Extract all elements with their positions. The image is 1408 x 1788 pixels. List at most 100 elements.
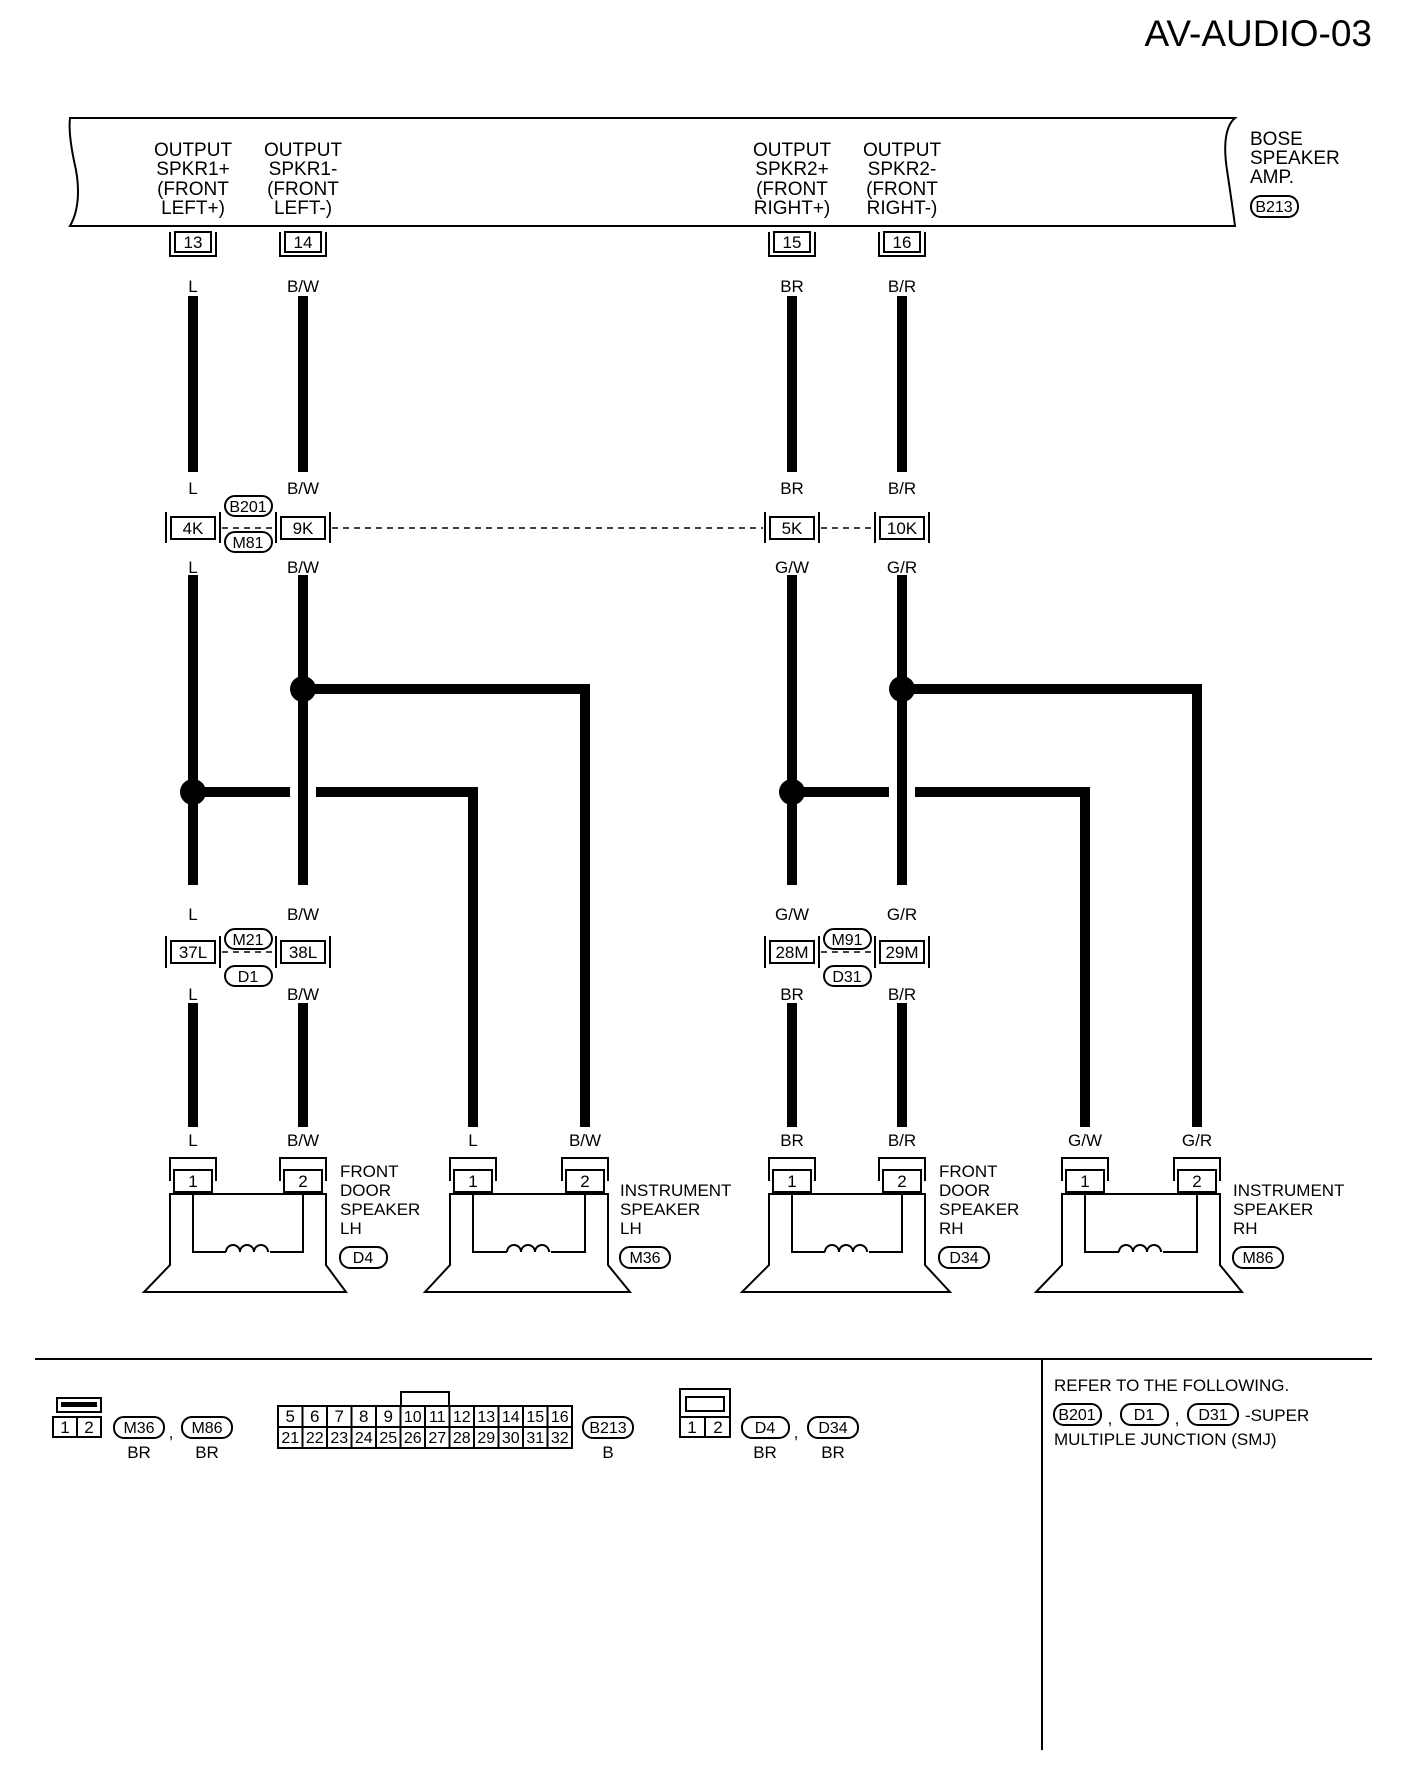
svg-text:15: 15 (783, 233, 802, 252)
svg-text:B/W: B/W (287, 558, 319, 577)
svg-text:D31: D31 (832, 969, 861, 986)
svg-text:2: 2 (897, 1172, 906, 1191)
svg-text:1: 1 (687, 1418, 696, 1437)
svg-text:9K: 9K (293, 519, 314, 538)
svg-text:16: 16 (893, 233, 912, 252)
svg-text:1: 1 (188, 1172, 197, 1191)
b213-pin-number: 30 (502, 1430, 520, 1447)
b213-pin-number: 11 (429, 1409, 446, 1426)
svg-text:M36: M36 (629, 1250, 660, 1267)
svg-text:2: 2 (713, 1418, 722, 1437)
branch-instrument-lh-1 (193, 787, 478, 1127)
svg-text:D4: D4 (755, 1420, 776, 1437)
svg-text:OUTPUT: OUTPUT (863, 140, 942, 161)
svg-text:2: 2 (580, 1172, 589, 1191)
svg-text:M91: M91 (831, 932, 862, 949)
amp-output-2-label: OUTPUT SPKR1- (FRONT LEFT-) (264, 140, 343, 219)
splice-point (290, 676, 316, 702)
wire-color-labels: L B/W BR B/R L B/W BR B/R L B/W G/W G/R … (188, 277, 1212, 1150)
b213-pin-number: 12 (453, 1409, 471, 1426)
svg-text:,: , (1175, 1409, 1180, 1428)
svg-text:,: , (169, 1423, 174, 1442)
svg-text:DOOR: DOOR (340, 1181, 391, 1200)
svg-text:L: L (188, 905, 197, 924)
svg-text:RH: RH (1233, 1219, 1258, 1238)
svg-text:D31: D31 (1198, 1407, 1227, 1424)
svg-text:BR: BR (753, 1443, 777, 1462)
connector-view-two-pin-small: 1 2 M36 , M86 BR BR (52, 1397, 233, 1462)
b213-pin-number: 32 (551, 1430, 569, 1447)
speaker-front-door-lh-label: FRONT DOOR SPEAKER LH D4 (339, 1162, 420, 1269)
speaker-front-door-lh: 1 2 (141, 1157, 348, 1293)
svg-text:RH: RH (939, 1219, 964, 1238)
speaker-instrument-lh-label: INSTRUMENT SPEAKER LH M36 (619, 1181, 731, 1269)
svg-text:G/R: G/R (887, 558, 917, 577)
svg-text:G/W: G/W (775, 905, 809, 924)
svg-text:SPEAKER: SPEAKER (1233, 1200, 1313, 1219)
b213-pin-number: 24 (355, 1430, 373, 1447)
svg-text:B/W: B/W (569, 1131, 601, 1150)
speaker-front-door-rh-label: FRONT DOOR SPEAKER RH D34 (938, 1162, 1019, 1269)
svg-text:B/R: B/R (888, 1131, 916, 1150)
svg-text:BR: BR (195, 1443, 219, 1462)
b213-pin-number: 31 (526, 1430, 544, 1447)
svg-text:13: 13 (184, 233, 203, 252)
svg-text:14: 14 (294, 233, 313, 252)
svg-text:1: 1 (60, 1418, 69, 1437)
amp-connector-badge (1250, 195, 1299, 218)
b213-pin-number: 7 (335, 1407, 344, 1426)
svg-text:,: , (794, 1423, 799, 1442)
svg-text:SPEAKER: SPEAKER (620, 1200, 700, 1219)
b213-pin-number: 14 (502, 1409, 520, 1426)
svg-text:INSTRUMENT: INSTRUMENT (1233, 1181, 1344, 1200)
svg-text:L: L (468, 1131, 477, 1150)
svg-text:G/R: G/R (887, 905, 917, 924)
svg-text:B/W: B/W (287, 905, 319, 924)
connector-view-two-pin-large: 1 2 D4 , D34 BR BR (679, 1388, 859, 1462)
svg-text:FRONT: FRONT (340, 1162, 399, 1181)
svg-text:BR: BR (780, 277, 804, 296)
b213-pin-cell (546, 1426, 573, 1449)
svg-text:SPEAKER: SPEAKER (1250, 148, 1340, 169)
svg-text:RIGHT-): RIGHT-) (867, 198, 938, 219)
b213-pin-number: 13 (477, 1409, 495, 1426)
svg-text:B201: B201 (1058, 1407, 1095, 1424)
b213-pin-number: 5 (286, 1407, 295, 1426)
svg-text:(FRONT: (FRONT (866, 179, 938, 200)
b213-pin-number: 8 (359, 1407, 368, 1426)
amp-pin-13: 13 (169, 231, 217, 257)
svg-text:38L: 38L (289, 943, 317, 962)
svg-text:REFER TO THE FOLLOWING.: REFER TO THE FOLLOWING. (1054, 1376, 1289, 1395)
amp-output-3-label: OUTPUT SPKR2+ (FRONT RIGHT+) (753, 140, 832, 219)
svg-text:L: L (188, 1131, 197, 1150)
svg-text:10K: 10K (887, 519, 918, 538)
svg-text:LEFT+): LEFT+) (161, 198, 225, 219)
joint-connector-upper: 4K 9K 5K 10K B201 M81 (165, 495, 930, 553)
svg-text:M21: M21 (232, 932, 263, 949)
svg-text:(FRONT: (FRONT (267, 179, 339, 200)
svg-text:FRONT: FRONT (939, 1162, 998, 1181)
svg-text:(FRONT: (FRONT (157, 179, 229, 200)
svg-text:B/R: B/R (888, 985, 916, 1004)
svg-text:1: 1 (1080, 1172, 1089, 1191)
speaker-front-door-rh: 1 2 (739, 1157, 953, 1293)
joint-connector-lower-left: 37L 38L M21 D1 (165, 928, 331, 987)
svg-text:RIGHT+): RIGHT+) (754, 198, 831, 219)
svg-text:B/W: B/W (287, 985, 319, 1004)
splice-point (889, 676, 915, 702)
svg-text:M86: M86 (191, 1420, 222, 1437)
amp-body-outline (68, 117, 1238, 227)
svg-text:BR: BR (821, 1443, 845, 1462)
svg-text:G/W: G/W (1068, 1131, 1102, 1150)
b213-pin-number: 29 (477, 1430, 495, 1447)
branch-instrument-lh-2 (303, 684, 590, 1127)
svg-text:D1: D1 (1134, 1407, 1155, 1424)
svg-text:5K: 5K (782, 519, 803, 538)
b213-pin-number: 15 (526, 1409, 544, 1426)
amp-name-label: BOSE SPEAKER AMP. (1250, 129, 1340, 188)
amp-output-1-label: OUTPUT SPKR1+ (FRONT LEFT+) (154, 140, 233, 219)
svg-text:(FRONT: (FRONT (756, 179, 828, 200)
